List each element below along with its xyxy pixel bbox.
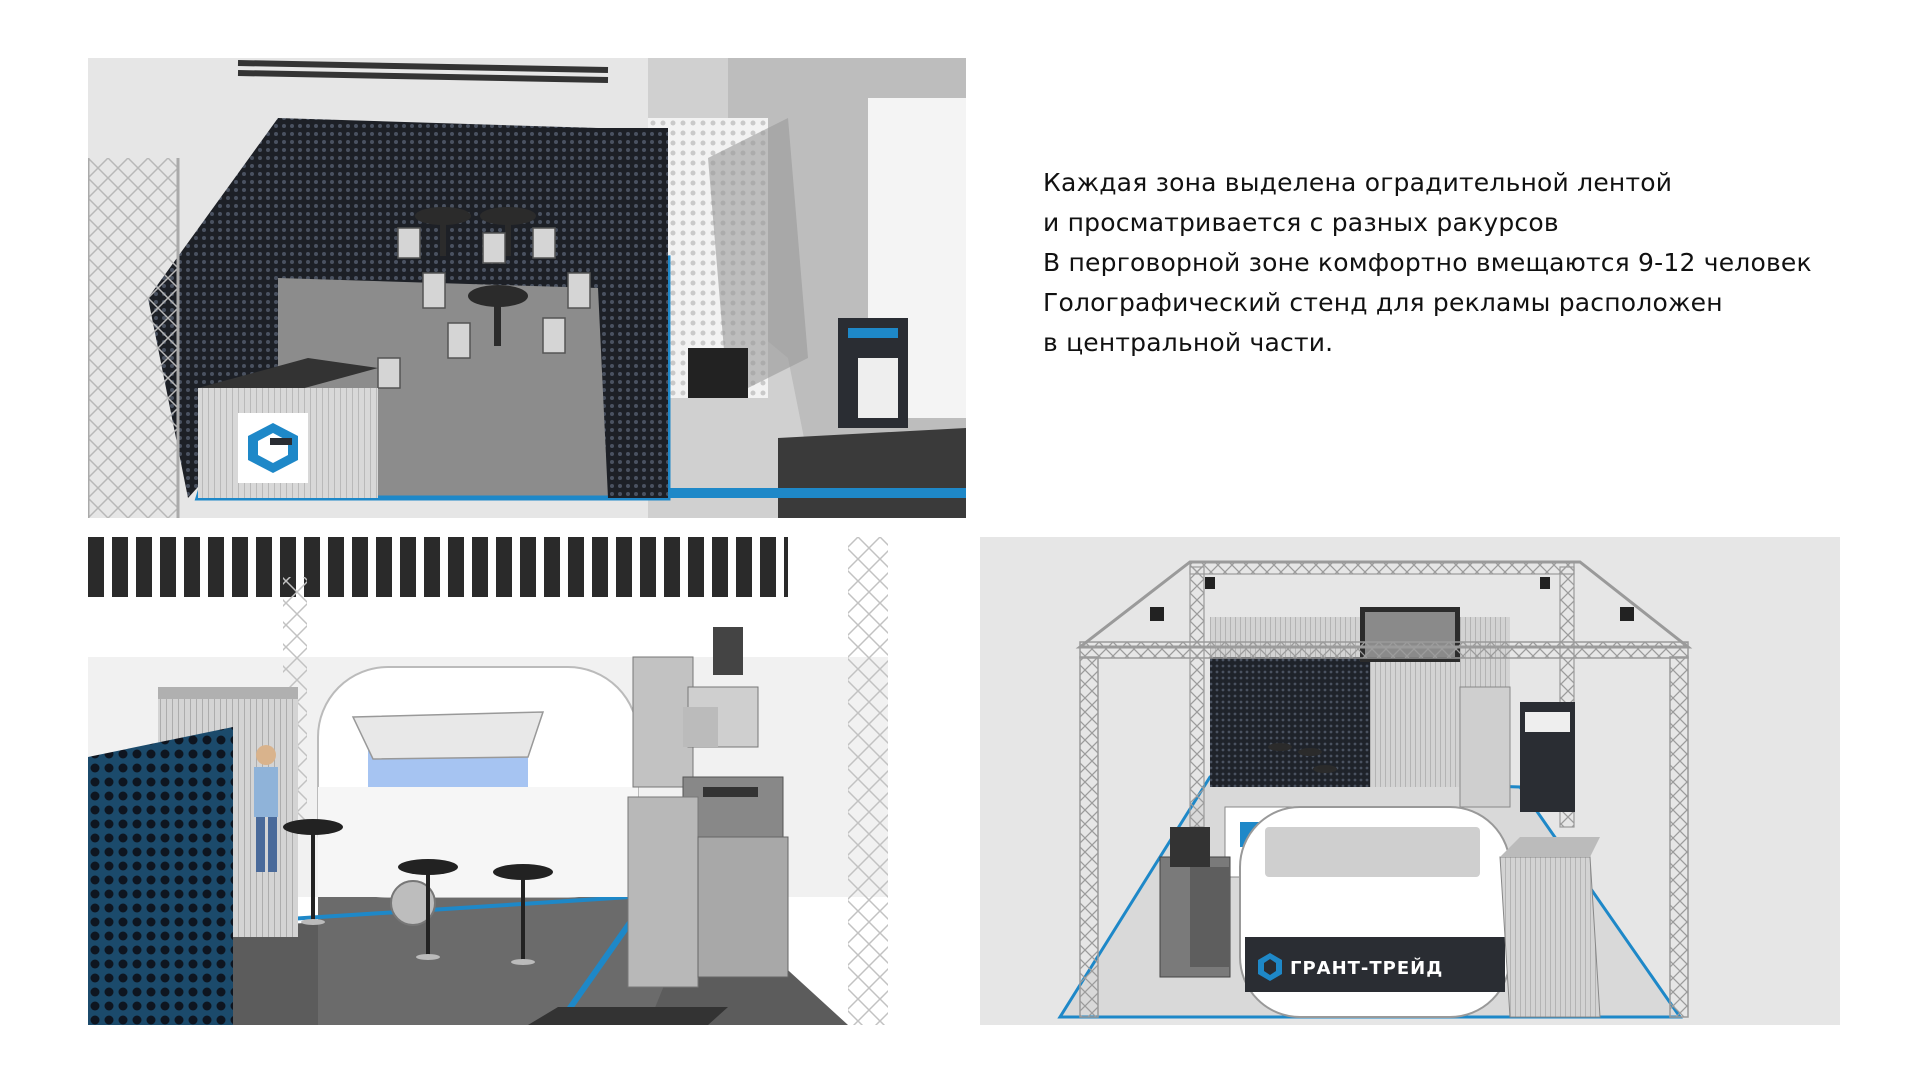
- logo-mark-icon: [1258, 953, 1282, 981]
- logo-mark-icon: [248, 423, 298, 473]
- meeting-zone-render: [88, 58, 966, 518]
- description-line-3: В перговорной зоне комфортно вмещаются 9…: [1043, 248, 1812, 277]
- meeting-zone-illustration: [88, 58, 966, 518]
- booth-description: Каждая зона выделена оградительной ленто…: [1043, 163, 1883, 363]
- description-line-2: и просматривается с разных ракурсов: [1043, 208, 1559, 237]
- description-line-1: Каждая зона выделена оградительной ленто…: [1043, 168, 1673, 197]
- booth-overview-illustration: ГРАНТ-ТРЕЙД: [1057, 560, 1693, 1019]
- booth-overview-render: ГРАНТ-ТРЕЙД: [980, 537, 1840, 1025]
- food-trailer-illustration: [88, 537, 966, 1025]
- description-line-4: Голографический стенд для рекламы распол…: [1043, 288, 1723, 317]
- person-figure: [254, 745, 278, 872]
- milling-machine: [627, 627, 789, 988]
- brand-banner: [1245, 937, 1505, 992]
- food-trailer-zone-render: [88, 537, 966, 1025]
- brand-label: ГРАНТ-ТРЕЙД: [1290, 957, 1443, 979]
- trailer-unit: ГРАНТ-ТРЕЙД: [1239, 806, 1511, 1018]
- description-line-5: в центральной части.: [1043, 328, 1334, 357]
